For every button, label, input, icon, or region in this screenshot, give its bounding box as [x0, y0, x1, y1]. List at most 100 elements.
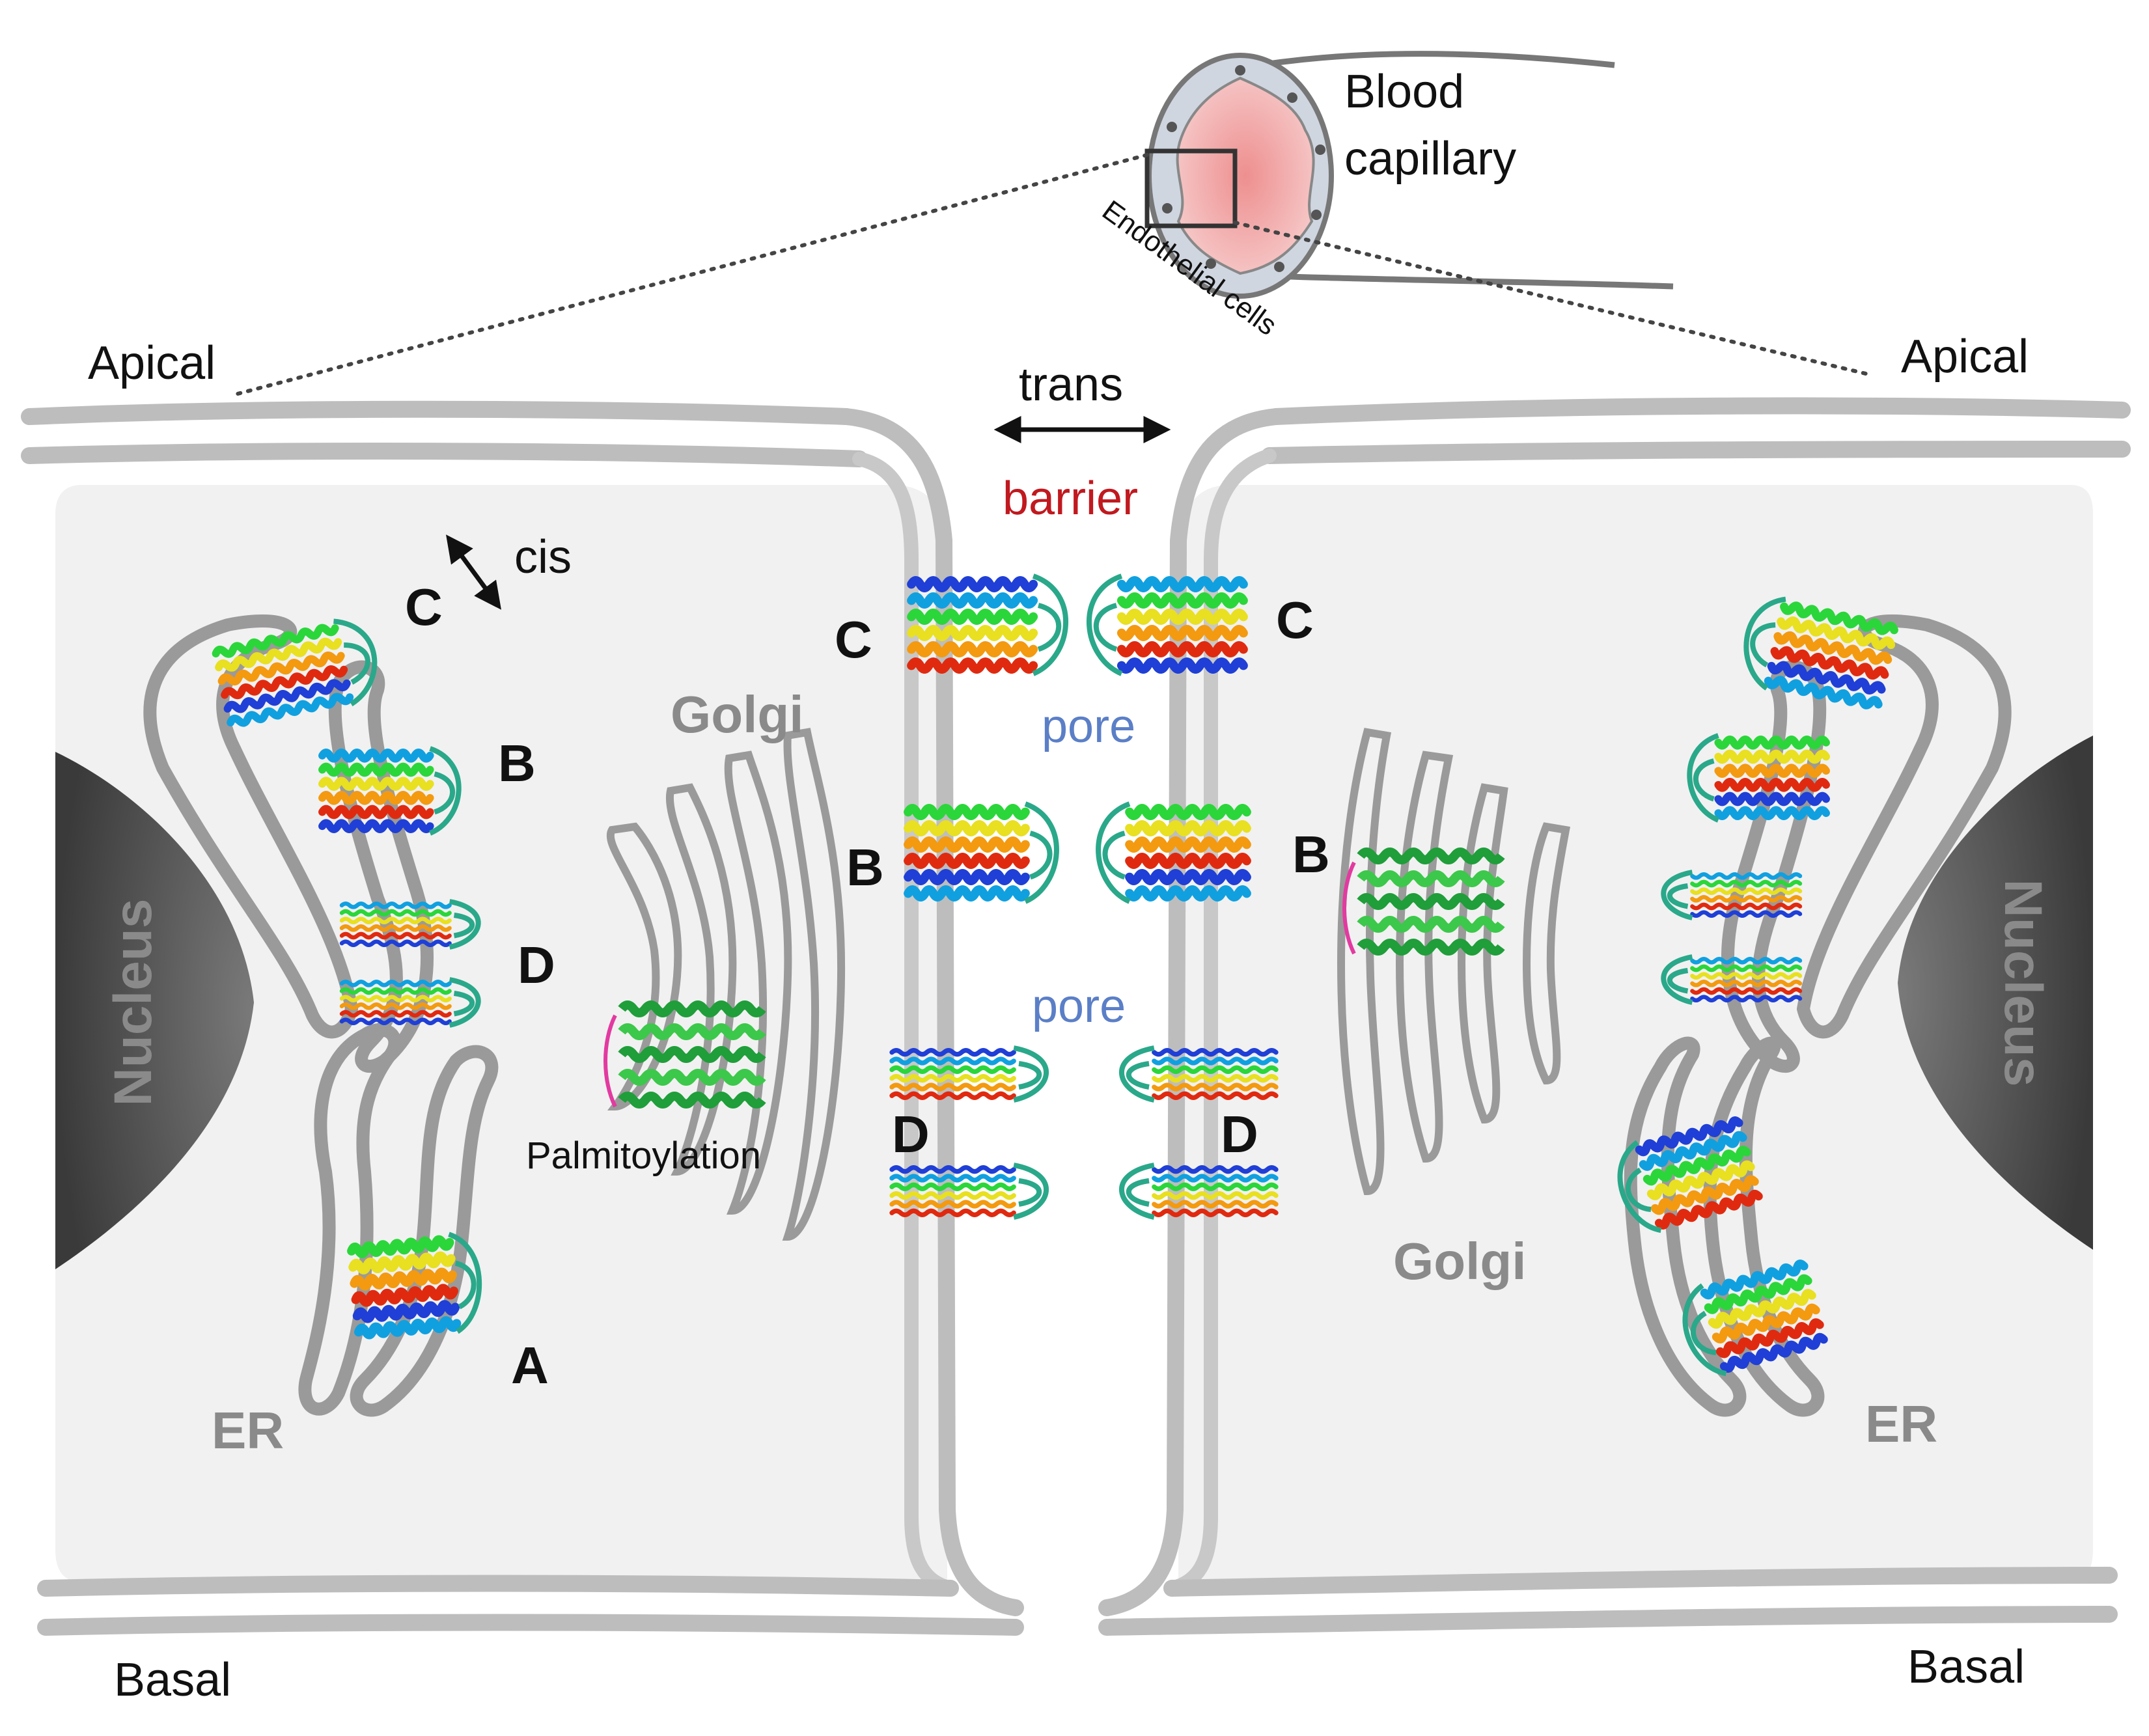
nucleus-label-right: Nucleus — [1993, 879, 2053, 1087]
protein-helix — [618, 1092, 766, 1109]
protein-extracellular-loop — [449, 977, 481, 1028]
protein-helix — [1650, 1175, 1759, 1215]
palmitoylation-label: Palmitoylation — [526, 1135, 761, 1177]
protein-helix — [1690, 987, 1803, 995]
protein-helix — [904, 820, 1030, 836]
protein-helix — [618, 1069, 766, 1086]
golgi-right-cisterna — [1522, 822, 1570, 1085]
protein-extracellular-loop — [1119, 1163, 1155, 1220]
protein-helix — [1116, 609, 1248, 625]
protein-helix — [1357, 916, 1505, 933]
protein-helix — [889, 1048, 1016, 1057]
capillary-label-line2: capillary — [1344, 133, 1516, 185]
protein-helix — [1690, 964, 1803, 972]
membranes — [21, 397, 2131, 1636]
endothelial-nucleus — [1274, 262, 1284, 272]
protein-helix — [1152, 1182, 1279, 1191]
protein-helix — [339, 924, 452, 932]
protein-helix — [889, 1165, 1016, 1174]
protein-letter-left-cell-c: C — [405, 578, 443, 636]
basal-membrane-left-outer — [37, 1575, 959, 1597]
protein-extracellular-loop — [1087, 573, 1123, 676]
protein-palmitoylated-right — [1342, 847, 1505, 956]
protein-helix — [339, 980, 452, 987]
protein-extracellular-loop — [1119, 1045, 1155, 1103]
protein-helix — [907, 609, 1038, 625]
protein-extracellular-loop — [1743, 596, 1786, 691]
protein-helix — [1714, 736, 1830, 750]
cis-arrow — [446, 534, 501, 610]
protein-helix — [354, 1316, 462, 1340]
protein-palmitoylated-left — [603, 1000, 766, 1109]
protein-cluster-junction-d-right-lower — [1119, 1163, 1279, 1220]
pore-label-upper: pore — [1042, 700, 1135, 752]
protein-helix — [1690, 957, 1803, 965]
golgi-label-left: Golgi — [671, 685, 803, 743]
protein-structures — [212, 573, 1898, 1377]
capillary-label-line1: Blood — [1344, 66, 1464, 118]
protein-extracellular-loop — [333, 618, 378, 707]
basal-label-left: Basal — [114, 1654, 231, 1706]
protein-helix — [1704, 1274, 1812, 1314]
protein-cluster-junction-d-right-upper — [1119, 1045, 1279, 1103]
protein-helix — [1152, 1065, 1279, 1074]
protein-helix — [1690, 879, 1803, 888]
golgi-left-cisterna — [606, 822, 682, 1111]
zoom-line-right — [1233, 221, 1870, 376]
protein-helix — [339, 1010, 452, 1018]
protein-cluster-right-lower — [1682, 1260, 1828, 1377]
junction-membrane-right-outer — [1098, 408, 1284, 1616]
protein-helix — [904, 836, 1030, 853]
protein-helix — [1690, 972, 1803, 980]
protein-helix — [1125, 885, 1251, 902]
er-left-cisterna-bottom — [350, 1045, 499, 1417]
endothelial-nucleus — [1311, 210, 1322, 220]
protein-extracellular-loop — [428, 746, 462, 836]
protein-helix — [889, 1074, 1016, 1083]
protein-cluster-left-d-lower — [339, 977, 481, 1028]
apical-membrane-right-inner — [1261, 441, 2131, 464]
protein-helix — [889, 1182, 1016, 1191]
left-cell — [55, 485, 947, 1582]
protein-helix — [889, 1091, 1016, 1100]
protein-helix — [339, 931, 452, 940]
protein-cluster-right-upper — [1617, 1116, 1763, 1233]
protein-helix — [339, 902, 452, 909]
protein-cluster-junction-b-right — [1096, 801, 1251, 904]
protein-helix — [1719, 1332, 1828, 1373]
protein-letter-junction-right-d: D — [1221, 1105, 1258, 1163]
endothelial-nuclei — [1162, 65, 1325, 272]
protein-cluster-left-b — [318, 746, 462, 836]
basal-membrane-left-inner — [37, 1614, 1024, 1636]
protein-helix — [1654, 1189, 1763, 1230]
protein-cluster-junction-c-right — [1087, 573, 1248, 676]
golgi-left — [606, 728, 846, 1241]
protein-cluster-right-d-lower — [1661, 954, 1803, 1005]
endothelial-nucleus — [1162, 203, 1172, 214]
protein-letter-left-cell-b: B — [498, 734, 536, 792]
apical-label-right: Apical — [1901, 331, 2029, 383]
endothelial-nucleus — [1287, 92, 1297, 103]
protein-helix — [217, 651, 345, 686]
barrier-label: barrier — [1003, 473, 1138, 525]
protein-helix — [1639, 1131, 1747, 1171]
nucleus-left — [55, 752, 254, 1269]
protein-helix — [1700, 1260, 1809, 1300]
junction-membrane-left-inner — [852, 452, 958, 1595]
protein-extracellular-loop — [1024, 801, 1059, 904]
protein-helix — [1357, 847, 1505, 864]
protein-cluster-left-c — [212, 618, 378, 727]
protein-helix — [1714, 749, 1830, 764]
protein-letter-left-cell-d: D — [518, 936, 555, 994]
protein-helix — [1714, 792, 1830, 806]
right-cell — [1178, 485, 2093, 1582]
protein-helix — [1714, 778, 1830, 792]
pore-label-lower: pore — [1032, 980, 1126, 1032]
nucleus-label-left: Nucleus — [104, 899, 163, 1107]
protein-helix — [618, 1046, 766, 1063]
cells — [55, 485, 2093, 1582]
protein-helix — [904, 885, 1030, 902]
protein-helix — [889, 1208, 1016, 1217]
protein-cluster-right-c — [1743, 596, 1898, 710]
protein-extracellular-loop — [449, 899, 481, 950]
